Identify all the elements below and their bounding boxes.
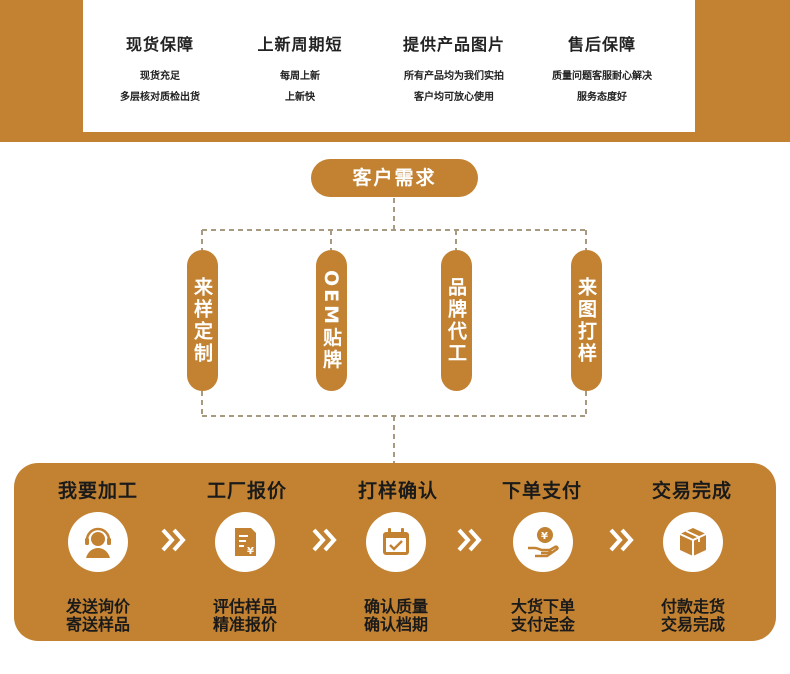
- step-desc-line: 发送询价: [65, 597, 130, 616]
- step-title: 打样确认: [357, 480, 438, 502]
- guarantee-line: 现货充足: [140, 71, 180, 82]
- headset-icon: [85, 527, 111, 558]
- service-sample-custom: 来样定制: [187, 250, 218, 391]
- guarantee-line: 上新快: [285, 92, 315, 103]
- step-icon-circle: ¥: [215, 512, 275, 572]
- guarantee-card: [83, 0, 695, 132]
- guarantee-title: 提供产品图片: [402, 35, 505, 54]
- service-label: OEM贴牌: [320, 269, 342, 372]
- step-desc-line: 交易完成: [660, 615, 725, 634]
- double-chevron-right-icon: [312, 528, 337, 552]
- step-desc-line: 大货下单: [510, 597, 575, 616]
- service-label: 来样定制: [191, 276, 213, 365]
- guarantee-after-sales: 售后保障 质量问题客服耐心解决 服务态度好: [527, 34, 677, 108]
- double-chevron-right-icon: [457, 528, 482, 552]
- guarantee-line: 质量问题客服耐心解决: [552, 71, 652, 82]
- service-label: 来图打样: [575, 276, 597, 365]
- step-desc-line: 付款走货: [660, 597, 725, 616]
- guarantee-line: 每周上新: [280, 71, 320, 82]
- step-description: 付款走货 交易完成: [618, 598, 768, 634]
- invoice-icon: ¥: [235, 528, 256, 557]
- service-drawing-sample: 来图打样: [571, 250, 602, 391]
- step-icon-circle: ¥: [513, 512, 573, 572]
- double-chevron-right-icon: [161, 528, 186, 552]
- guarantee-title: 售后保障: [567, 35, 636, 54]
- step-desc-line: 精准报价: [212, 615, 277, 634]
- step-desc-line: 评估样品: [212, 597, 277, 616]
- svg-text:¥: ¥: [247, 546, 254, 557]
- coin-hand-icon: ¥: [528, 527, 559, 558]
- step-desc-line: 确认质量: [363, 597, 428, 616]
- step-desc-line: 寄送样品: [65, 615, 130, 634]
- step-description: 发送询价 寄送样品: [23, 598, 173, 634]
- service-label: 品牌代工: [445, 276, 467, 365]
- guarantee-title: 上新周期短: [257, 35, 343, 54]
- step-icon-circle: [366, 512, 426, 572]
- guarantee-stock: 现货保障 现货充足 多层核对质检出货: [85, 34, 235, 108]
- step-desc-line: 支付定金: [510, 615, 575, 634]
- guarantee-line: 客户均可放心使用: [414, 92, 494, 103]
- guarantee-new-arrivals: 上新周期短 每周上新 上新快: [225, 34, 375, 108]
- step-icon-circle: [663, 512, 723, 572]
- step-title: 工厂报价: [206, 480, 287, 502]
- step-description: 大货下单 支付定金: [468, 598, 618, 634]
- guarantee-line: 多层核对质检出货: [120, 92, 200, 103]
- guarantee-line: 服务态度好: [577, 92, 627, 103]
- double-chevron-right-icon: [609, 528, 634, 552]
- service-brand-oem: 品牌代工: [441, 250, 472, 391]
- calendar-check-icon: [383, 528, 409, 555]
- service-oem: OEM贴牌: [316, 250, 347, 391]
- step-title: 交易完成: [651, 480, 732, 502]
- step-desc-line: 确认档期: [363, 615, 428, 634]
- guarantee-product-photos: 提供产品图片 所有产品均为我们实拍 客户均可放心使用: [379, 34, 529, 108]
- step-icon-circle: [68, 512, 128, 572]
- customer-demand-label: 客户需求: [311, 159, 478, 197]
- step-title: 下单支付: [501, 480, 582, 502]
- svg-text:¥: ¥: [541, 531, 548, 542]
- step-title: 我要加工: [57, 480, 138, 502]
- step-description: 确认质量 确认档期: [321, 598, 471, 634]
- guarantee-line: 所有产品均为我们实拍: [404, 71, 504, 82]
- package-box-icon: [679, 528, 707, 556]
- step-description: 评估样品 精准报价: [170, 598, 320, 634]
- guarantee-title: 现货保障: [125, 35, 194, 54]
